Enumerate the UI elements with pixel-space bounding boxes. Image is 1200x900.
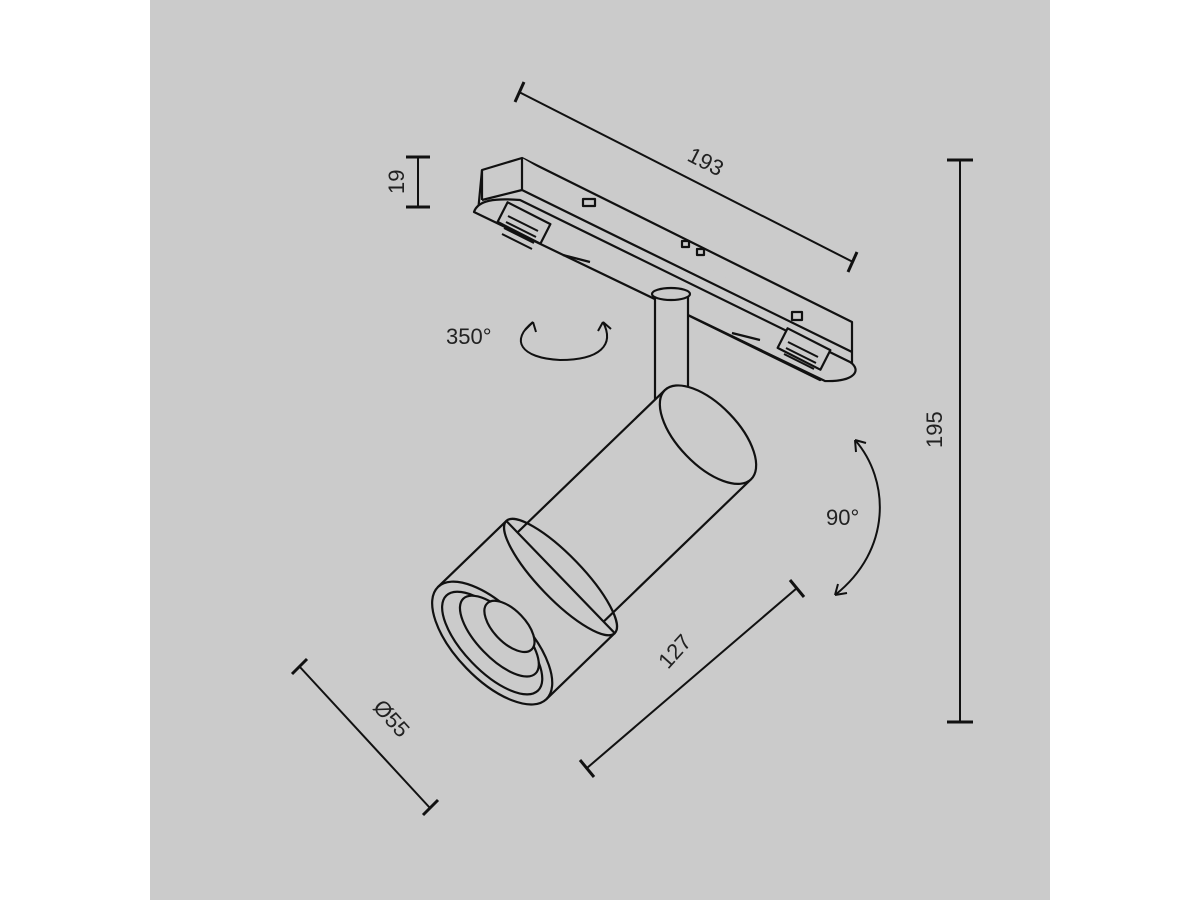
track-adapter [472, 156, 857, 383]
spotlight-body [431, 384, 758, 706]
drawing-panel [150, 0, 1050, 900]
dim-193-label: 193 [684, 142, 728, 181]
rotation-350-label: 350° [446, 324, 492, 349]
dim-19-label: 19 [384, 170, 409, 194]
rotate-horizontal-arrow-icon [520, 321, 612, 362]
dimension-19: 19 [384, 155, 430, 209]
dimension-diameter: Ø55 [290, 657, 440, 817]
rotate-vertical-arrow-icon [834, 439, 881, 596]
rotation-90-label: 90° [826, 505, 859, 530]
dim-127-label: 127 [653, 629, 696, 673]
dimension-195: 195 [922, 158, 973, 724]
dim-195-label: 195 [922, 411, 947, 448]
dim-diameter-label: Ø55 [368, 695, 414, 743]
